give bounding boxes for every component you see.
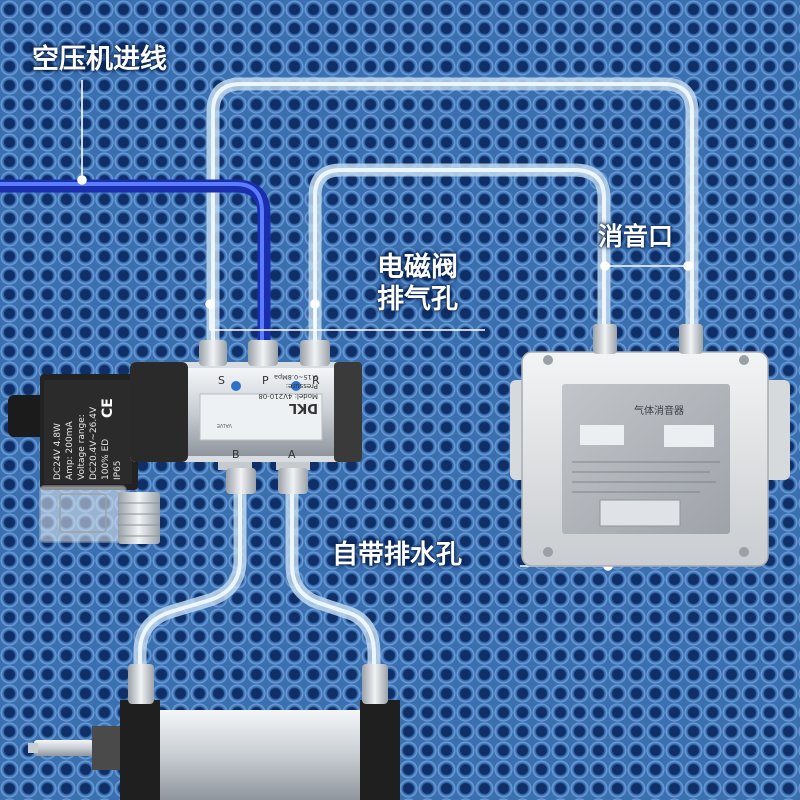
exhaust-tube-right [308, 163, 611, 352]
valve-port-letters: S P R B A [218, 374, 320, 461]
solenoid-exhaust-label-line1: 电磁阀 [377, 252, 458, 283]
silencer-port-label: 消音口 [598, 222, 674, 251]
coil-spec-line-5: 100% ED [101, 439, 111, 480]
exhaust-tube-left [206, 77, 699, 352]
valve-pressure: Pressure: [286, 382, 318, 390]
valve-model: Model: 4V210-08 [258, 392, 318, 400]
coil-spec-line-2: Amp: 200mA [65, 421, 75, 480]
valve-fittings [199, 340, 330, 494]
valve-word-group: VALVE [217, 422, 232, 428]
solenoid-valve-body [130, 362, 362, 470]
air-cylinder [28, 664, 400, 800]
coil-spec-line-3: Voltage range: [77, 414, 87, 480]
compressor-inlet-label: 空压机进线 [32, 44, 167, 75]
port-label-a: A [288, 448, 296, 461]
valve-nameplate-text: DKL Model: 4V210-08 Pressure: 0.15~0.8Mp… [258, 373, 318, 415]
solenoid-exhaust-label: 电磁阀 排气孔 [377, 252, 458, 316]
port-label-b: B [232, 448, 240, 461]
coil-spec-line-4: DC20.4V~26.4V [89, 406, 99, 480]
coil-label-text: DC24V 4.8W Amp: 200mA Voltage range: DC2… [53, 406, 123, 480]
valve-pressure-range: 0.15~0.8Mpa [274, 373, 318, 381]
svg-text:CE: CE [100, 398, 116, 418]
port-label-p: P [262, 374, 269, 387]
valve-word: VALVE [217, 422, 232, 428]
port-label-s: S [218, 374, 225, 387]
solenoid-exhaust-label-line2: 排气孔 [377, 283, 458, 315]
valve-brand: DKL [289, 400, 318, 415]
coil-spec-line-1: DC24V 4.8W [53, 423, 63, 480]
port-label-r: R [312, 374, 320, 387]
silencer-box [510, 324, 790, 567]
drain-hole-label: 自带排水孔 [332, 540, 463, 570]
ce-mark: CE [100, 398, 116, 418]
cylinder-tube-a [285, 463, 381, 697]
silencer-title: 气体消音器 [634, 404, 684, 417]
solenoid-coil [8, 374, 160, 544]
coil-spec-line-6: IP65 [113, 460, 123, 480]
cylinder-tube-b [133, 463, 247, 697]
compressor-tube [0, 179, 271, 352]
